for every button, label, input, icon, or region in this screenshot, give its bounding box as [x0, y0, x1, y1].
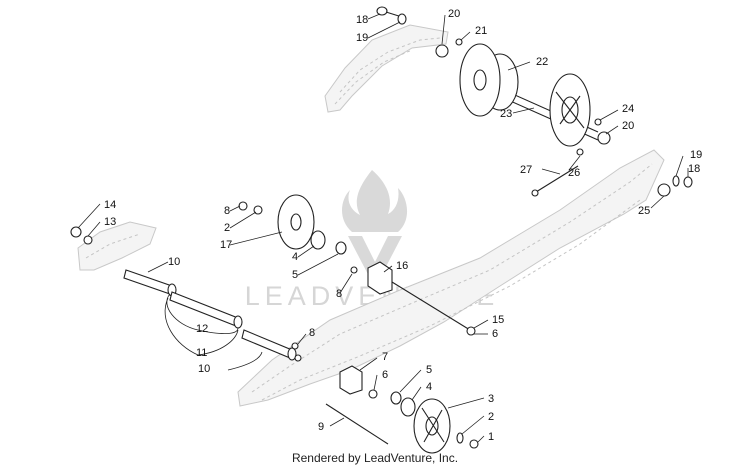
bolt-1: [469, 439, 479, 449]
callout-5: 5: [292, 269, 298, 281]
nut-25: [657, 183, 671, 197]
callout-19: 19: [690, 149, 702, 161]
callout-10: 10: [168, 256, 180, 268]
callout-18: 18: [356, 14, 368, 26]
bracket-7: [339, 365, 363, 395]
callout-23: 23: [500, 108, 512, 120]
watermark-v-icon: [348, 236, 402, 282]
spacer-10-upper: [123, 269, 173, 295]
callout-27: 27: [520, 164, 532, 176]
callout-22: 22: [536, 56, 548, 68]
callout-20: 20: [622, 120, 634, 132]
nut-20-upper: [435, 44, 449, 58]
watermark-flame-icon: [342, 170, 408, 232]
washer-26: [576, 148, 584, 156]
nut-20-lower: [597, 131, 611, 145]
callout-6: 6: [382, 369, 388, 381]
long-bolt-9: [325, 403, 389, 445]
callout-12: 12: [196, 323, 208, 335]
bolt-18-right: [683, 176, 693, 188]
bolt-27: [535, 165, 579, 193]
callout-19: 19: [356, 32, 368, 44]
lower-idler-assembly: [325, 365, 479, 454]
bearing-4-middle: [310, 230, 326, 250]
bolt-15: [466, 326, 476, 336]
callout-18: 18: [688, 163, 700, 175]
washer-19-upper: [397, 13, 407, 25]
leader-lines: [77, 13, 689, 443]
washer-19-right: [672, 175, 680, 187]
callout-10: 10: [198, 363, 210, 375]
ring-5-middle: [335, 241, 347, 255]
upper-idler-assembly: [376, 6, 693, 197]
callout-14: 14: [104, 199, 116, 211]
callout-9: 9: [318, 421, 324, 433]
ring-5-lower: [390, 391, 402, 405]
callout-26: 26: [568, 167, 580, 179]
callout-8: 8: [336, 288, 342, 300]
spacer-12: [241, 329, 293, 359]
callout-13: 13: [104, 216, 116, 228]
callout-2: 2: [488, 411, 494, 423]
main-rail: [237, 149, 665, 407]
callout-3: 3: [488, 393, 494, 405]
callout-5: 5: [426, 364, 432, 376]
bolt-18-upper: [376, 6, 388, 16]
washer-24: [594, 118, 602, 126]
callout-8: 8: [309, 327, 315, 339]
callout-21: 21: [475, 25, 487, 37]
callout-4: 4: [292, 251, 298, 263]
middle-idler-assembly: [238, 194, 476, 336]
washer-2-lower: [456, 432, 464, 444]
callout-6: 6: [492, 328, 498, 340]
callout-25: 25: [638, 205, 650, 217]
callout-7: 7: [382, 351, 388, 363]
callout-2: 2: [224, 222, 230, 234]
callout-20: 20: [448, 8, 460, 20]
callout-15: 15: [492, 314, 504, 326]
callout-4: 4: [426, 381, 432, 393]
left-axle-assembly: [70, 226, 302, 362]
callout-8: 8: [224, 205, 230, 217]
axle-shaft: [169, 291, 239, 327]
left-rail-section: [77, 221, 157, 271]
callout-24: 24: [622, 103, 634, 115]
callout-17: 17: [220, 239, 232, 251]
callout-11: 11: [196, 347, 207, 359]
render-credit: Rendered by LeadVenture, Inc.: [291, 451, 459, 465]
upper-rail-section: [324, 24, 449, 113]
callout-16: 16: [396, 260, 408, 272]
washer-21: [455, 38, 463, 46]
callout-1: 1: [488, 431, 494, 443]
bearing-4-lower: [400, 397, 416, 417]
